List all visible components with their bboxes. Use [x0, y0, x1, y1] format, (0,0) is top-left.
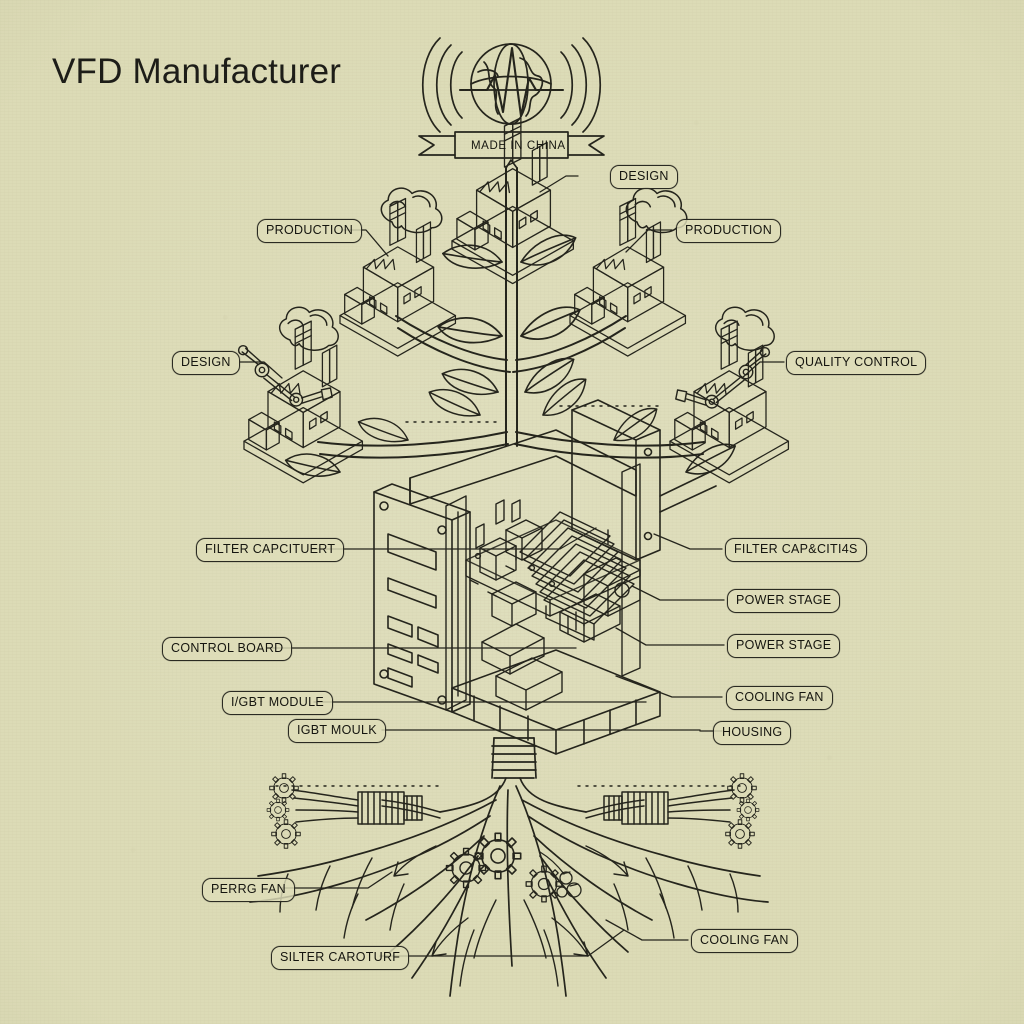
label-design-left[interactable]: DESIGN	[172, 351, 240, 375]
label-igbt-module-2[interactable]: IGBT MOULK	[288, 719, 386, 743]
label-production-right[interactable]: PRODUCTION	[676, 219, 782, 243]
label-filter-capacitors-right[interactable]: FILTER CAP&CITI4S	[725, 538, 867, 562]
banner-text: MADE IN CHINA	[471, 140, 566, 152]
page-title: VFD Manufacturer	[52, 52, 342, 91]
cable-bundle	[291, 789, 441, 825]
heatsink-fins	[515, 511, 635, 641]
root-system	[249, 737, 769, 997]
smoke-cloud	[278, 306, 339, 351]
factory-building	[569, 197, 687, 357]
label-igbt-module-1[interactable]: I/GBT MODULE	[222, 691, 333, 715]
label-control-board[interactable]: CONTROL BOARD	[162, 637, 293, 661]
label-design-right[interactable]: DESIGN	[610, 165, 678, 189]
capacitor	[479, 537, 517, 581]
cable-connector	[603, 791, 669, 825]
guide-line	[275, 405, 743, 787]
label-silter-caroturf[interactable]: SILTER CAROTURF	[271, 946, 410, 970]
coil-spring	[491, 737, 537, 779]
transformer	[491, 581, 537, 627]
label-cooling-fan-right[interactable]: COOLING FAN	[726, 686, 833, 710]
leader-line	[239, 175, 785, 957]
label-quality-control[interactable]: QUALITY CONTROL	[786, 351, 927, 375]
factory-building	[243, 320, 364, 484]
berry-cluster	[539, 851, 582, 898]
robot-arm-icon	[237, 344, 333, 407]
label-housing[interactable]: HOUSING	[713, 721, 792, 745]
cable-connector	[357, 791, 423, 825]
label-production-left[interactable]: PRODUCTION	[257, 219, 363, 243]
pulse-line	[458, 46, 565, 118]
smoke-cloud	[714, 306, 775, 351]
banner-ribbon	[418, 131, 605, 159]
cable-bundle	[585, 789, 735, 825]
terminal-block	[559, 593, 621, 643]
gear-icon	[266, 773, 301, 849]
signal-wave-icon	[422, 37, 601, 133]
igbt-module	[481, 623, 563, 711]
label-filter-capacitors-left[interactable]: FILTER CAPCITUERT	[196, 538, 345, 562]
label-cooling-fan-bottom[interactable]: COOLING FAN	[691, 929, 798, 953]
plant-stem	[317, 159, 705, 459]
gear-icon	[725, 773, 760, 849]
label-perrg-fan[interactable]: PERRG FAN	[202, 878, 295, 902]
side-bracket	[445, 463, 641, 711]
label-power-stage-1[interactable]: POWER STAGE	[727, 589, 841, 613]
label-power-stage-2[interactable]: POWER STAGE	[727, 634, 841, 658]
